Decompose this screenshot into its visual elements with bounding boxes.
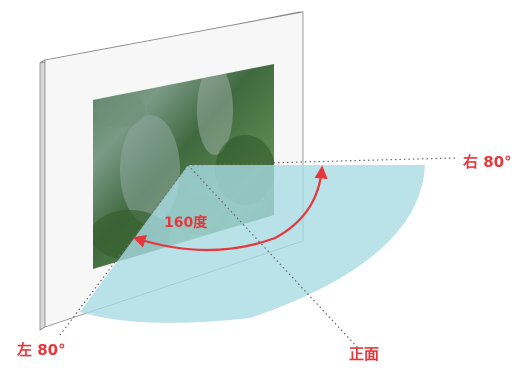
panel-edge [39, 59, 46, 331]
left-80-label: 左 80° [17, 341, 66, 359]
right-80-label: 右 80° [463, 153, 512, 171]
angle-label: 160度 [164, 215, 208, 231]
angle-arrow [132, 165, 328, 252]
front-label: 正面 [349, 345, 380, 363]
